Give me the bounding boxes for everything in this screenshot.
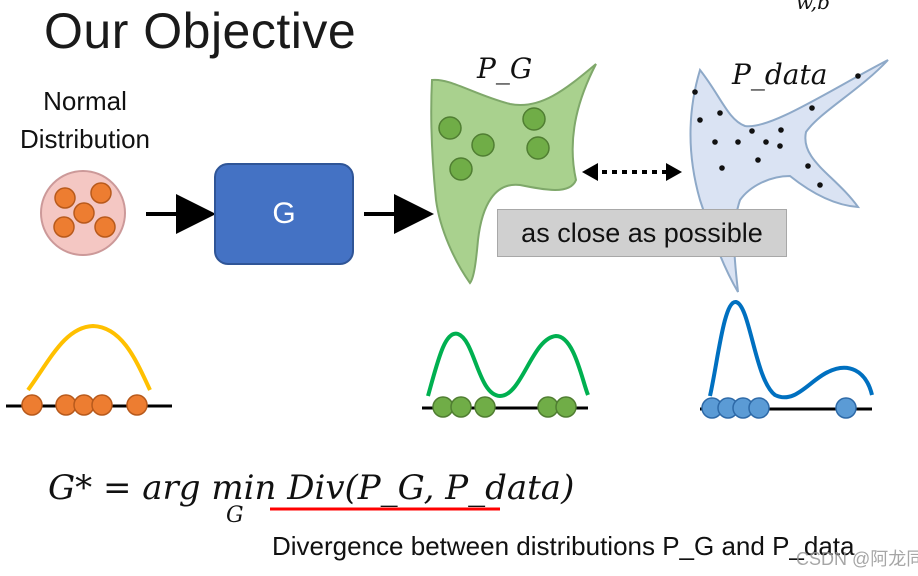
- normal-label-line2: Distribution: [19, 124, 151, 154]
- normal-1d-sample: [91, 394, 113, 416]
- pdata-point: [778, 127, 784, 133]
- formula-div: Div(P_G, P_data): [287, 468, 575, 508]
- pg-sample-dot: [449, 157, 473, 181]
- generator-box: G: [214, 163, 354, 265]
- pdata-distribution-shape: [689, 59, 889, 293]
- pg-distribution-shape: [430, 63, 597, 285]
- pdata-label: P_data: [732, 58, 828, 91]
- pdata-point: [692, 89, 698, 95]
- normal-1d-sample: [21, 394, 43, 416]
- csdn-watermark: CSDN @阿龙同学: [796, 549, 918, 569]
- pg-1d-sample: [450, 396, 472, 418]
- corner-math-fragment: w,b: [796, 0, 830, 14]
- closeness-arrowhead-left: [582, 163, 598, 181]
- pdata-1d-sample: [748, 397, 770, 419]
- pg-sample-dot: [526, 136, 550, 160]
- pdata-point: [755, 157, 761, 163]
- closeness-label-box: as close as possible: [497, 209, 787, 257]
- pg-density-curve: [426, 331, 590, 399]
- pg-sample-dot: [522, 107, 546, 131]
- objective-formula: G* = arg min Div(P_G, P_data): [48, 468, 574, 508]
- pdata-point: [777, 143, 783, 149]
- closeness-label: as close as possible: [521, 217, 763, 248]
- pdata-point: [809, 105, 815, 111]
- normal-sample-dot: [94, 216, 116, 238]
- pg-1d-sample: [555, 396, 577, 418]
- pdata-point: [805, 163, 811, 169]
- pdata-1d-sample: [835, 397, 857, 419]
- normal-1d-sample: [73, 394, 95, 416]
- normal-1d-sample: [55, 394, 77, 416]
- generator-label: G: [272, 197, 296, 230]
- pdata-point: [719, 165, 725, 171]
- normal-distribution-label: Normal Distribution: [0, 82, 170, 158]
- formula-lhs: G* = arg min: [48, 468, 277, 508]
- pdata-point: [697, 117, 703, 123]
- closeness-arrowhead-right: [666, 163, 682, 181]
- pg-label: P_G: [477, 52, 533, 85]
- normal-density-curve: [26, 323, 152, 392]
- normal-sample-dot: [54, 187, 76, 209]
- pdata-sample-points: [692, 73, 861, 188]
- slide-title: Our Objective: [44, 3, 357, 59]
- normal-sample-dot: [90, 182, 112, 204]
- formula-min-subscript: G: [226, 503, 244, 528]
- normal-sample-dot: [73, 202, 95, 224]
- pdata-point: [717, 110, 723, 116]
- pdata-point: [749, 128, 755, 134]
- normal-1d-sample: [126, 394, 148, 416]
- pg-sample-dot: [438, 116, 462, 140]
- divergence-caption: Divergence between distributions P_G and…: [272, 531, 855, 561]
- pdata-point: [817, 182, 823, 188]
- pg-sample-dot: [471, 133, 495, 157]
- pdata-point: [855, 73, 861, 79]
- pg-1d-sample: [537, 396, 559, 418]
- pdata-density-curve: [708, 300, 874, 400]
- pdata-point: [735, 139, 741, 145]
- pg-1d-sample: [474, 396, 496, 418]
- normal-label-line1: Normal: [43, 86, 127, 116]
- pg-1d-sample: [432, 396, 454, 418]
- pdata-point: [763, 139, 769, 145]
- pdata-point: [712, 139, 718, 145]
- normal-sample-dot: [53, 216, 75, 238]
